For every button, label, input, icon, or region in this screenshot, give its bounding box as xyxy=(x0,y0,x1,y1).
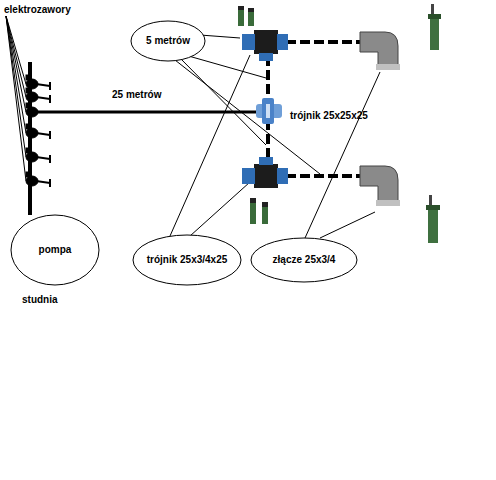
valve-symbol xyxy=(26,124,50,139)
tee-fitting xyxy=(242,30,288,61)
leader-line xyxy=(6,16,26,181)
leader-line xyxy=(305,72,380,238)
main-pipe xyxy=(30,111,256,114)
ellipse-node: pompa xyxy=(10,214,100,286)
pipe xyxy=(286,40,362,44)
sprinkler-icon xyxy=(238,6,254,26)
node-text: złącze 25x3/4 xyxy=(267,254,342,266)
valve-symbol xyxy=(26,172,50,187)
ellipse-shape xyxy=(133,235,241,285)
pipes xyxy=(30,42,362,215)
sprinkler-icon xyxy=(250,198,268,224)
valves xyxy=(26,75,50,187)
sprinkler-icon xyxy=(426,195,440,243)
leader-line xyxy=(185,55,266,78)
valve-symbol xyxy=(26,88,50,103)
leader-line xyxy=(200,35,240,38)
sprinkler-icon xyxy=(428,4,441,50)
pipe xyxy=(266,56,270,102)
ellipse-shape xyxy=(11,215,99,285)
tee-fitting xyxy=(256,98,282,124)
ellipse-node: trójnik 25x3/4x25 xyxy=(132,234,242,286)
elbow-fitting xyxy=(360,32,400,70)
leader-line xyxy=(6,16,26,133)
leader-line xyxy=(190,182,250,236)
annotation-label: trójnik 25x25x25 xyxy=(290,110,368,121)
annotation-label: elektrozawory xyxy=(4,4,71,15)
node-text: trójnik 25x3/4x25 xyxy=(141,254,234,266)
sprinkler-icons xyxy=(238,4,441,243)
node-text: pompa xyxy=(33,244,78,256)
ellipse-shape xyxy=(251,238,357,282)
leader-lines xyxy=(6,16,380,238)
valve-symbol xyxy=(26,148,50,163)
tee-fitting xyxy=(242,157,288,188)
leader-line xyxy=(320,212,375,238)
ellipse-node: złącze 25x3/4 xyxy=(250,237,358,283)
annotation-label: 25 metrów xyxy=(112,89,161,100)
leader-line xyxy=(170,55,250,236)
pipe xyxy=(286,174,362,178)
ellipse-node: 5 metrów xyxy=(130,20,206,62)
pipe xyxy=(266,120,270,160)
valve-symbol xyxy=(26,103,38,117)
elbow-fitting xyxy=(360,166,400,206)
ellipse-shape xyxy=(131,21,205,61)
leader-line xyxy=(180,58,266,145)
node-text: 5 metrów xyxy=(140,35,196,47)
annotation-label: studnia xyxy=(22,294,58,305)
